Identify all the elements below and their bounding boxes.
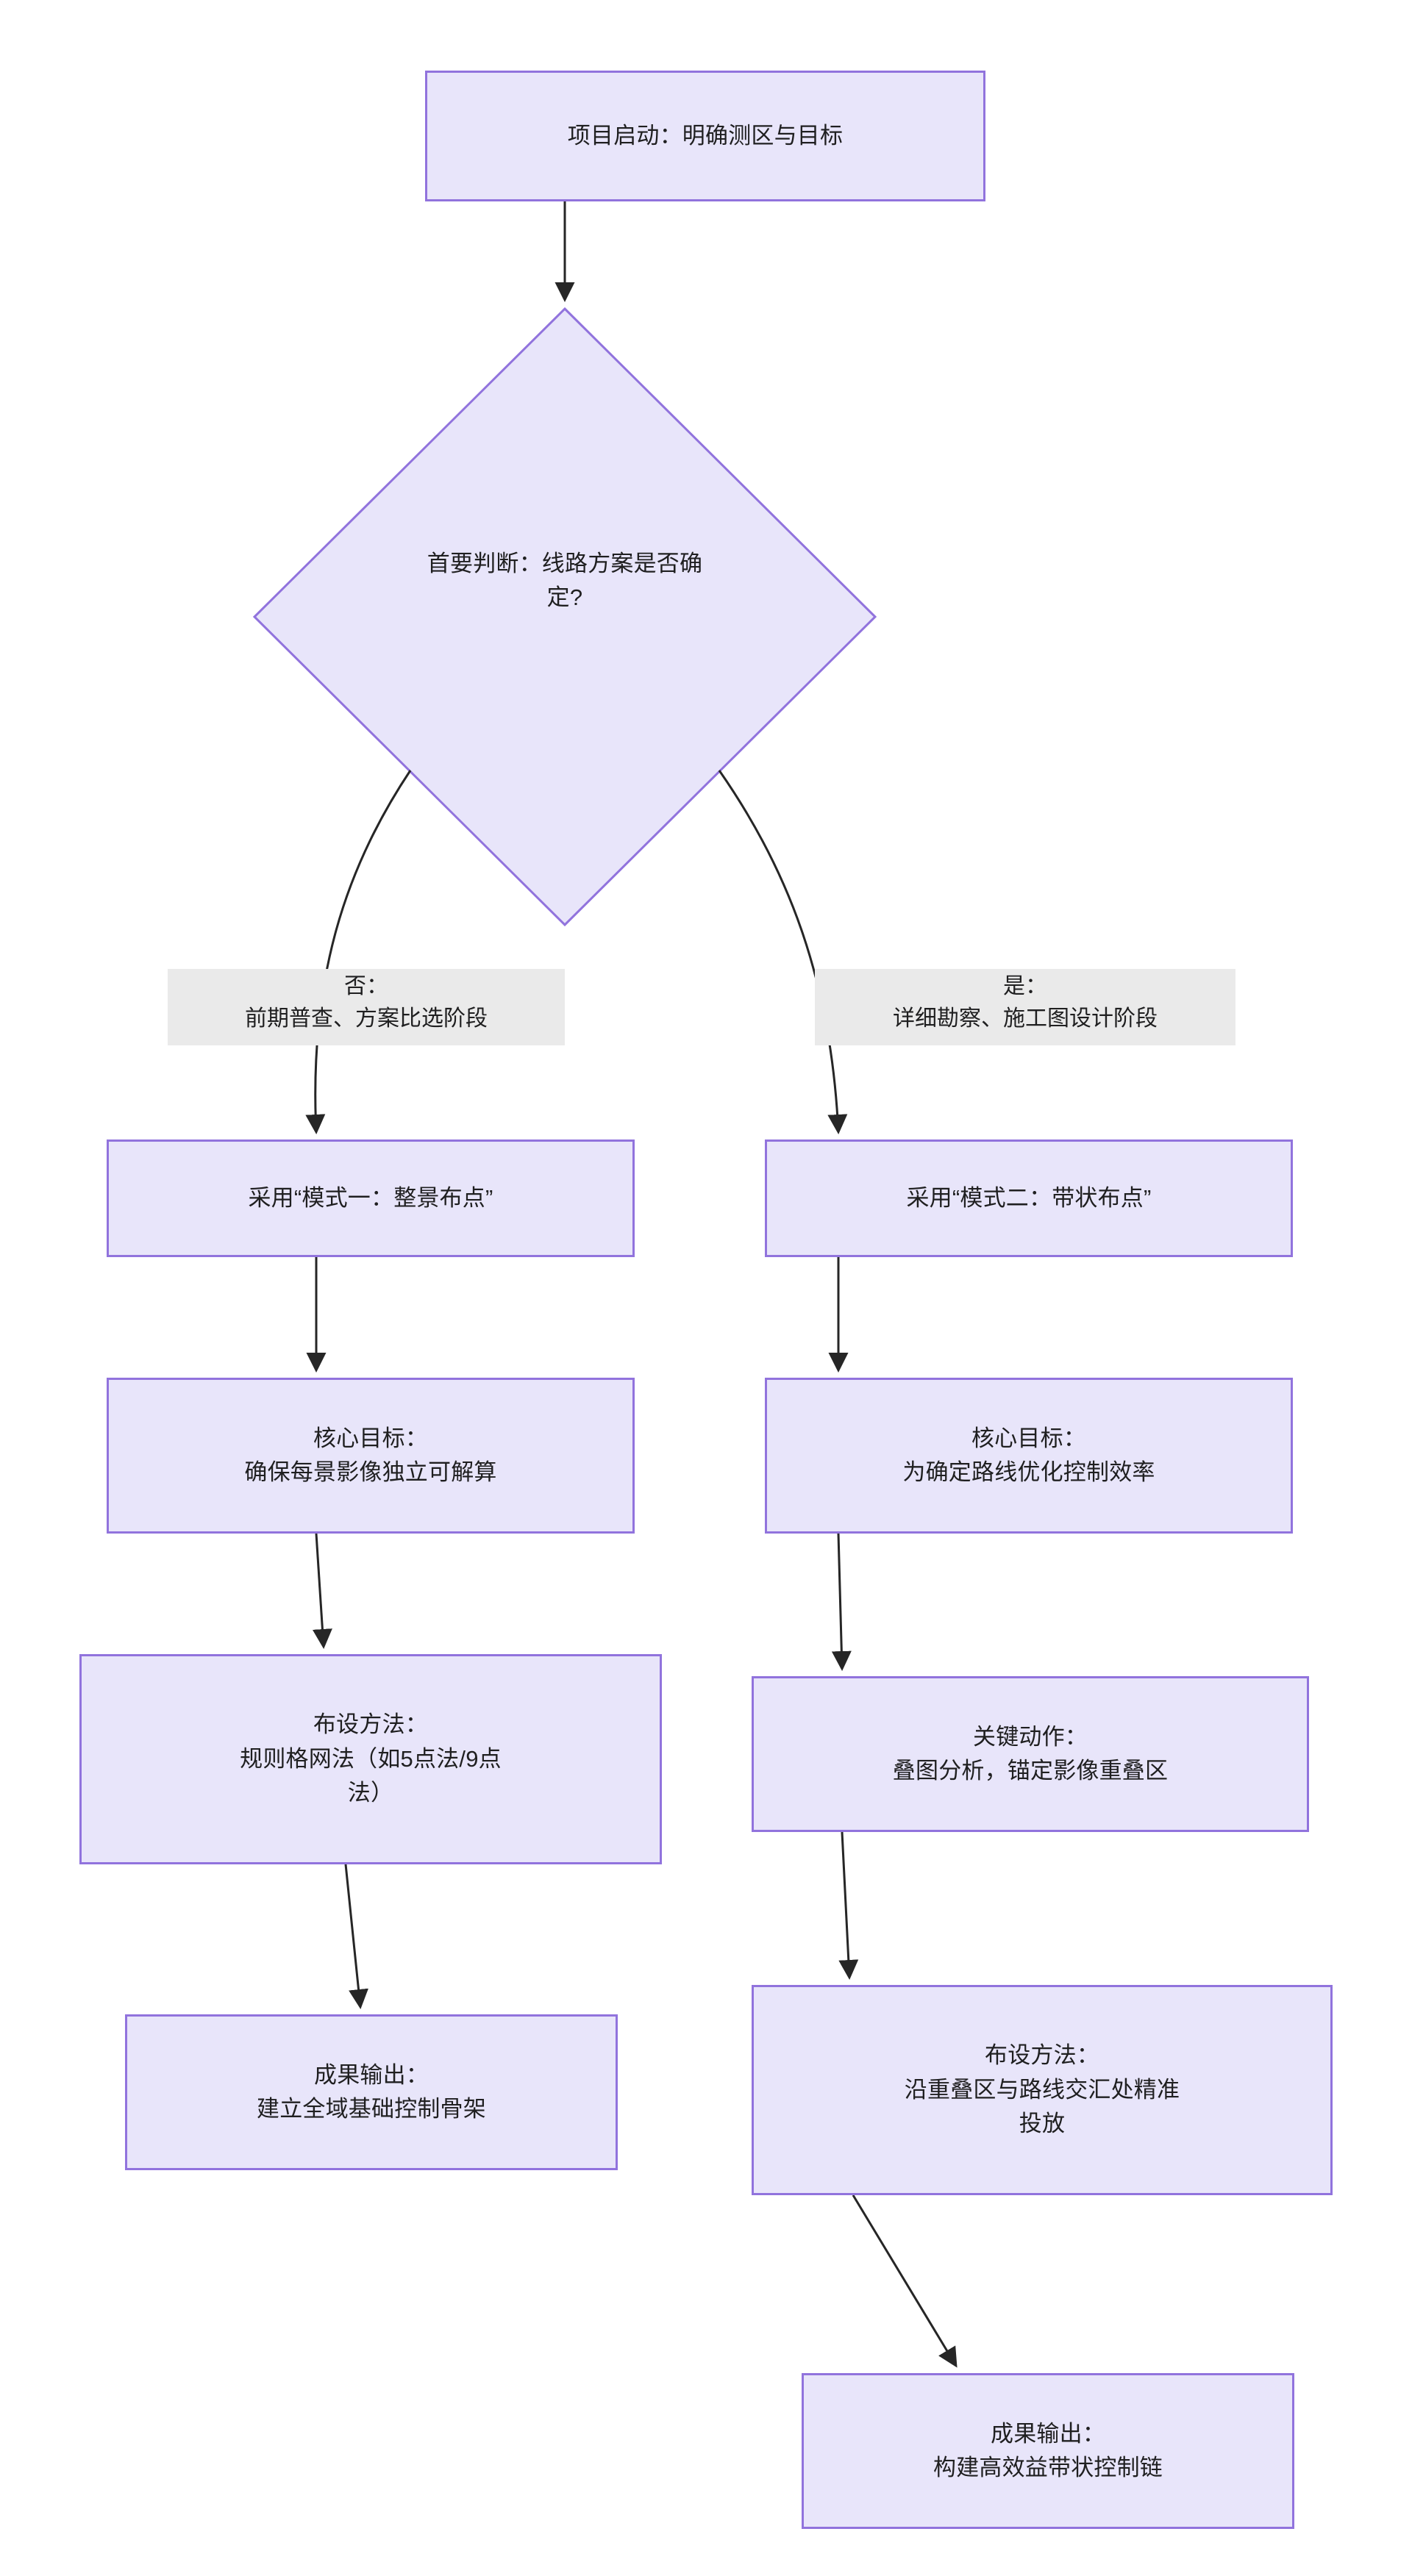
node-decision[interactable]: 首要判断：线路方案是否确 定? — [324, 515, 806, 647]
node-right-output[interactable]: 成果输出： 构建高效益带状控制链 — [802, 2373, 1294, 2529]
node-right-action[interactable]: 关键动作： 叠图分析，锚定影像重叠区 — [752, 1676, 1309, 1832]
node-decision-label: 首要判断：线路方案是否确 定? — [427, 550, 703, 611]
node-left-method-label: 布设方法： 规则格网法（如5点法/9点 法） — [240, 1711, 502, 1806]
node-left-goal[interactable]: 核心目标： 确保每景影像独立可解算 — [107, 1378, 635, 1534]
node-right-method[interactable]: 布设方法： 沿重叠区与路线交汇处精准 投放 — [752, 1985, 1333, 2195]
node-right-action-label: 关键动作： 叠图分析，锚定影像重叠区 — [892, 1723, 1169, 1784]
edge-left-method-to-left-output — [344, 1864, 368, 2009]
node-left-output-label: 成果输出： 建立全域基础控制骨架 — [257, 2061, 486, 2122]
node-right-mode-label: 采用“模式二：带状布点” — [906, 1184, 1152, 1211]
node-left-mode-label: 采用“模式一：整景布点” — [248, 1184, 493, 1211]
node-right-goal-label: 核心目标： 为确定路线优化控制效率 — [902, 1425, 1155, 1486]
edge-right-action-to-right-method — [838, 1831, 859, 1980]
node-right-method-label: 布设方法： 沿重叠区与路线交汇处精准 投放 — [904, 2042, 1180, 2137]
edge-decision-to-right-mode — [718, 770, 848, 1134]
edge-right-method-to-right-output — [852, 2194, 958, 2368]
edge-right-goal-to-right-action — [831, 1533, 852, 1671]
edge-decision-to-left-mode — [305, 770, 412, 1134]
node-left-output[interactable]: 成果输出： 建立全域基础控制骨架 — [125, 2014, 618, 2170]
node-left-goal-label: 核心目标： 确保每景影像独立可解算 — [244, 1425, 497, 1486]
edge-label-no-branch: 否： 前期普查、方案比选阶段 — [168, 969, 565, 1045]
node-start-label: 项目启动：明确测区与目标 — [567, 122, 844, 149]
node-start[interactable]: 项目启动：明确测区与目标 — [425, 71, 985, 201]
edge-left-goal-to-left-method — [312, 1533, 332, 1649]
edge-label-yes-branch: 是： 详细勘察、施工图设计阶段 — [815, 969, 1236, 1045]
node-right-mode[interactable]: 采用“模式二：带状布点” — [765, 1139, 1293, 1257]
node-right-output-label: 成果输出： 构建高效益带状控制链 — [933, 2420, 1163, 2481]
node-left-method[interactable]: 布设方法： 规则格网法（如5点法/9点 法） — [79, 1654, 662, 1864]
node-right-goal[interactable]: 核心目标： 为确定路线优化控制效率 — [765, 1378, 1293, 1534]
node-left-mode[interactable]: 采用“模式一：整景布点” — [107, 1139, 635, 1257]
